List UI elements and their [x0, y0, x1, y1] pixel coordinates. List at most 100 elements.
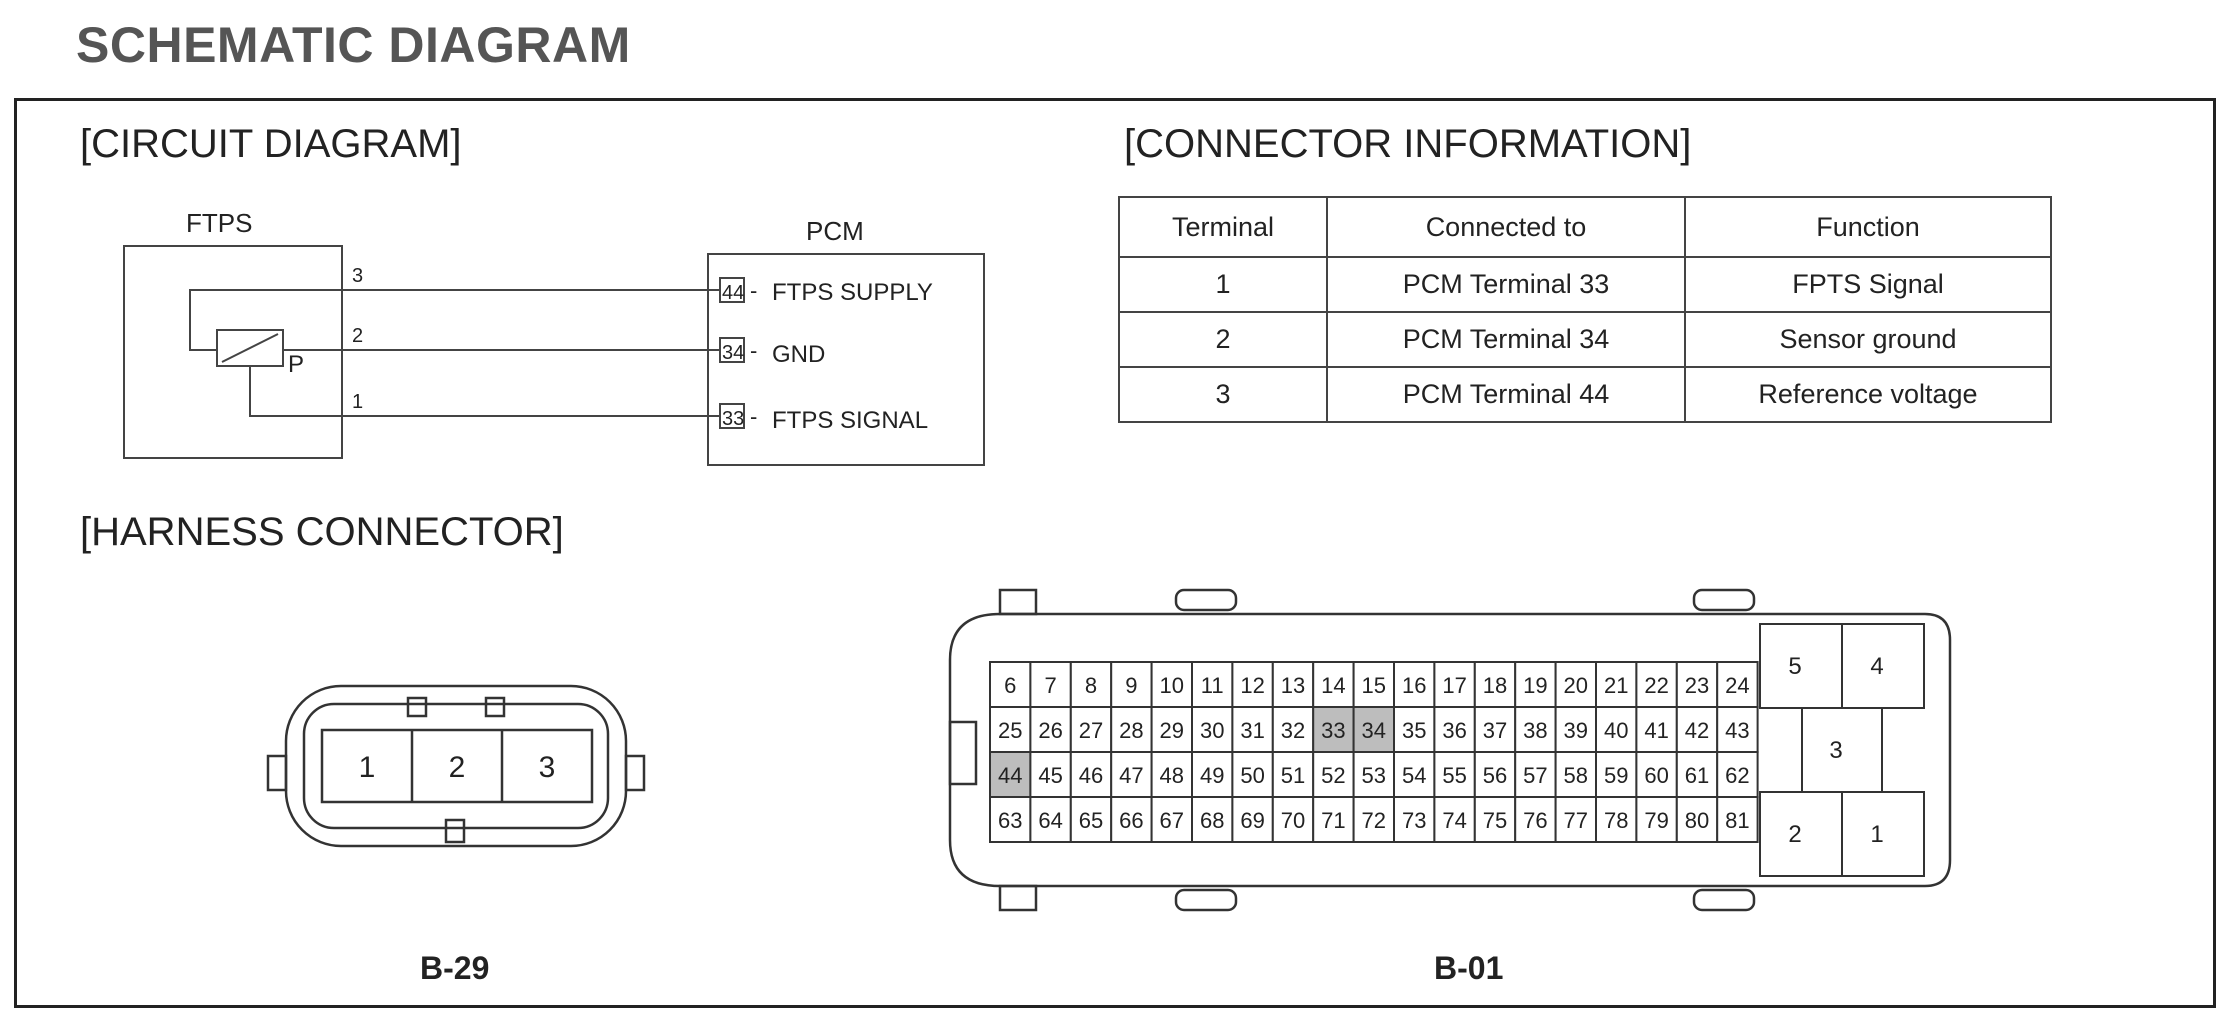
- b01-pin-cell: [1271, 706, 1315, 753]
- cell-terminal: 1: [1118, 256, 1328, 313]
- b01-pin-cell: [989, 796, 1032, 843]
- b01-pin-label: 48: [1160, 763, 1184, 788]
- b01-pin-cell: [1029, 796, 1072, 843]
- b01-pin-cell: [1473, 796, 1517, 843]
- header-terminal: Terminal: [1118, 196, 1328, 258]
- b01-pin-cell: [1716, 706, 1759, 753]
- b01-pin-label: 49: [1200, 763, 1224, 788]
- cell-terminal: 3: [1118, 366, 1328, 423]
- b01-pin-label: 55: [1442, 763, 1466, 788]
- connector-b29: [266, 684, 646, 848]
- b01-pin-label: 10: [1160, 673, 1184, 698]
- b01-pin-label: 73: [1402, 808, 1426, 833]
- wire-1: [249, 366, 720, 417]
- table-row: 1 PCM Terminal 33 FPTS Signal: [1118, 256, 2052, 313]
- b01-pin-label: 21: [1604, 673, 1628, 698]
- connector-b01: [948, 588, 1952, 912]
- connector-info-table: Terminal Connected to Function 1 PCM Ter…: [1118, 196, 2052, 423]
- connector-info-heading: [CONNECTOR INFORMATION]: [1124, 122, 1692, 166]
- pcm-pin-44: 44: [722, 282, 744, 304]
- b01-pin-label: 30: [1200, 718, 1224, 743]
- table-header-row: Terminal Connected to Function: [1118, 196, 2052, 258]
- b01-pin-label: 6: [1004, 673, 1016, 698]
- b01-pin-label: 32: [1281, 718, 1305, 743]
- b01-side-pin-label: 1: [1870, 821, 1883, 848]
- b01-side-pin-label: 2: [1788, 821, 1801, 848]
- b01-pin-cell: [1271, 796, 1315, 843]
- b01-pin-cell: [1231, 706, 1274, 753]
- b01-pin-cell: [1393, 706, 1436, 753]
- b01-pin-label: 68: [1200, 808, 1224, 833]
- b01-pin-label: 36: [1442, 718, 1466, 743]
- b01-pin-cell: [1069, 796, 1113, 843]
- b01-pin-label: 24: [1725, 673, 1749, 698]
- b01-pin-label: 59: [1604, 763, 1628, 788]
- b01-pin-label: 76: [1523, 808, 1547, 833]
- b01-pin-label: 61: [1685, 763, 1709, 788]
- b01-pin-label: 75: [1483, 808, 1507, 833]
- b01-pin-label: 14: [1321, 673, 1345, 698]
- cell-function: Sensor ground: [1684, 311, 2052, 368]
- b01-pin-label: 9: [1125, 673, 1137, 698]
- b01-pin-label: 31: [1240, 718, 1264, 743]
- b01-pin-label: 50: [1240, 763, 1264, 788]
- b01-pin-cell: [989, 661, 1032, 708]
- b01-pin-label: 64: [1038, 808, 1062, 833]
- b01-pin-label: 58: [1564, 763, 1588, 788]
- b01-pin-cell: [1514, 796, 1557, 843]
- b01-pin-label: 26: [1038, 718, 1062, 743]
- b01-pin-label: 20: [1564, 673, 1588, 698]
- b01-pin-label: 77: [1564, 808, 1588, 833]
- b01-pin-label: 38: [1523, 718, 1547, 743]
- b01-pin-label: 8: [1085, 673, 1097, 698]
- b01-pin-cell: [1635, 796, 1678, 843]
- b01-pin-label: 29: [1160, 718, 1184, 743]
- b01-pin-cell: [1554, 751, 1597, 798]
- b01-pin-cell: [1675, 796, 1719, 843]
- b01-side-pin-cell: [1841, 623, 1925, 709]
- b01-pin-label: 46: [1079, 763, 1103, 788]
- b01-pin-cell: [1191, 751, 1234, 798]
- b01-pin-label: 72: [1362, 808, 1386, 833]
- b01-pin-label: 71: [1321, 808, 1345, 833]
- b01-pin-cell: [1069, 751, 1113, 798]
- b01-pin-label: 18: [1483, 673, 1507, 698]
- pcm-pin-33: 33: [722, 408, 744, 430]
- b01-pin-cell: [1110, 796, 1153, 843]
- circuit-diagram-heading: [CIRCUIT DIAGRAM]: [80, 122, 462, 166]
- b01-pin-label: 43: [1725, 718, 1749, 743]
- b01-pin-cell: [1635, 661, 1678, 708]
- b29-pin-1: 1: [359, 751, 376, 784]
- b01-pin-label: 62: [1725, 763, 1749, 788]
- signal-gnd: GND: [772, 341, 825, 368]
- pcm-label: PCM: [806, 216, 864, 246]
- b01-pin-label: 65: [1079, 808, 1103, 833]
- b01-pin-cell: [1675, 706, 1719, 753]
- b01-pin-label: 66: [1119, 808, 1143, 833]
- b01-pin-label: 7: [1044, 673, 1056, 698]
- b01-pin-label: 12: [1240, 673, 1264, 698]
- b01-pin-cell: [1595, 661, 1638, 708]
- b01-pin-cell: [1352, 796, 1395, 843]
- cell-function: FPTS Signal: [1684, 256, 2052, 313]
- b01-pin-cell: [1514, 706, 1557, 753]
- b01-pin-cell: [1433, 796, 1476, 843]
- b01-pin-label: 16: [1402, 673, 1426, 698]
- table-row: 2 PCM Terminal 34 Sensor ground: [1118, 311, 2052, 368]
- b01-pin-label: 34: [1362, 718, 1386, 743]
- signal-ftps-signal: FTPS SIGNAL: [772, 407, 928, 434]
- b01-pin-label: 54: [1402, 763, 1426, 788]
- b01-pin-label: 39: [1564, 718, 1588, 743]
- b01-pin-label: 40: [1604, 718, 1628, 743]
- diagram-frame: [14, 98, 2216, 1008]
- b29-pin-2: 2: [449, 751, 466, 784]
- sensor-mark: P: [288, 351, 304, 378]
- wire-3: [189, 289, 342, 351]
- b01-pin-cell: [1231, 796, 1274, 843]
- harness-connector-heading: [HARNESS CONNECTOR]: [80, 510, 564, 554]
- b01-pin-label: 15: [1362, 673, 1386, 698]
- b01-pin-label: 67: [1160, 808, 1184, 833]
- b01-pin-cell: [1595, 796, 1638, 843]
- cell-terminal: 2: [1118, 311, 1328, 368]
